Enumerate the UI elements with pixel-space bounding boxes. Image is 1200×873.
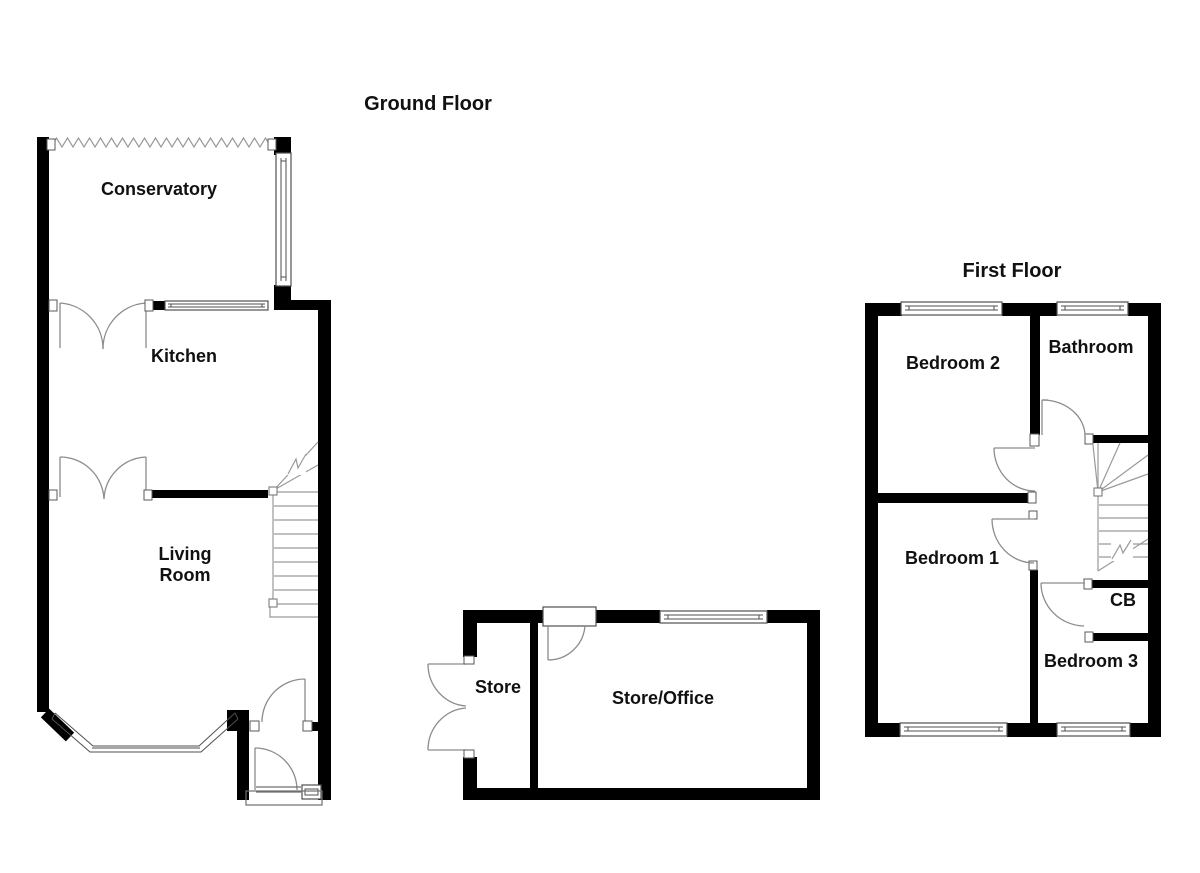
bay-window xyxy=(51,712,239,753)
conservatory-window xyxy=(275,152,292,287)
cb-label: CB xyxy=(1110,590,1136,610)
living-door-right-jamb xyxy=(143,489,153,501)
hall-door-jamb-right xyxy=(302,720,313,732)
hall-door-jamb-left xyxy=(249,720,260,732)
bedroom2-label: Bedroom 2 xyxy=(906,353,1000,373)
cb-wall-jamb xyxy=(1083,578,1093,590)
store-office-door xyxy=(542,606,597,661)
store-door-top-jamb xyxy=(463,655,475,665)
conservatory-kitchen-double-door xyxy=(59,302,147,350)
ground-floor-title: Ground Floor xyxy=(364,93,492,115)
ground-floor-stairs xyxy=(268,441,319,618)
first-floor-title: First Floor xyxy=(963,260,1062,282)
bedroom3-label: Bedroom 3 xyxy=(1044,651,1138,671)
conservatory-glazed-roof-line xyxy=(50,136,272,149)
kitchen-label: Kitchen xyxy=(151,346,217,366)
outbuilding-plan: Store Store/Office xyxy=(427,606,820,800)
kitchen-window xyxy=(164,300,269,311)
hall-door xyxy=(261,678,306,723)
store-double-doors xyxy=(427,663,467,751)
kitchen-living-double-door xyxy=(59,456,147,500)
living-room-label-line2: Room xyxy=(160,565,211,585)
ground-floor-plan: Ground Floor xyxy=(37,93,492,806)
bathroom-window xyxy=(1056,301,1129,316)
kitchen-door-right-jamb xyxy=(144,299,154,312)
bathroom-wall-jamb xyxy=(1084,433,1094,445)
bedroom1-window xyxy=(899,722,1008,737)
bedroom3-landing-door xyxy=(1040,582,1085,627)
first-floor-plan: First Floor xyxy=(865,260,1161,737)
bedroom-wall-jamb xyxy=(1027,491,1037,504)
bedroom1-door-bottom-jamb xyxy=(1028,560,1038,571)
zigzag-right-jamb xyxy=(267,138,277,151)
bedroom2-window xyxy=(900,301,1003,316)
bedroom1-door-top-jamb xyxy=(1028,510,1038,520)
kitchen-door-left-jamb xyxy=(48,299,58,312)
living-room-label-line1: Living xyxy=(159,544,212,564)
bedroom2-door xyxy=(993,447,1036,492)
first-floor-stairs xyxy=(1092,442,1149,572)
store-door-bottom-jamb xyxy=(463,749,475,759)
divider-jamb xyxy=(1029,433,1040,447)
ground-floor-walls xyxy=(37,137,331,800)
meter-box xyxy=(301,784,322,800)
store-office-window xyxy=(659,610,768,624)
bathroom-label: Bathroom xyxy=(1049,337,1134,357)
porch-step xyxy=(245,790,323,806)
store-office-label: Store/Office xyxy=(612,688,714,708)
zigzag-left-jamb xyxy=(46,138,56,151)
first-floor-walls xyxy=(865,303,1161,737)
bedroom1-label: Bedroom 1 xyxy=(905,548,999,568)
living-door-left-jamb xyxy=(48,489,58,501)
bedroom3-window xyxy=(1056,722,1131,737)
outbuilding-walls xyxy=(463,610,820,800)
bathroom-door xyxy=(1041,399,1086,437)
store-label: Store xyxy=(475,677,521,697)
conservatory-label: Conservatory xyxy=(101,179,217,199)
bedroom1-door xyxy=(991,518,1035,564)
cb-bottom-wall-jamb xyxy=(1084,631,1094,643)
front-door xyxy=(254,747,301,793)
